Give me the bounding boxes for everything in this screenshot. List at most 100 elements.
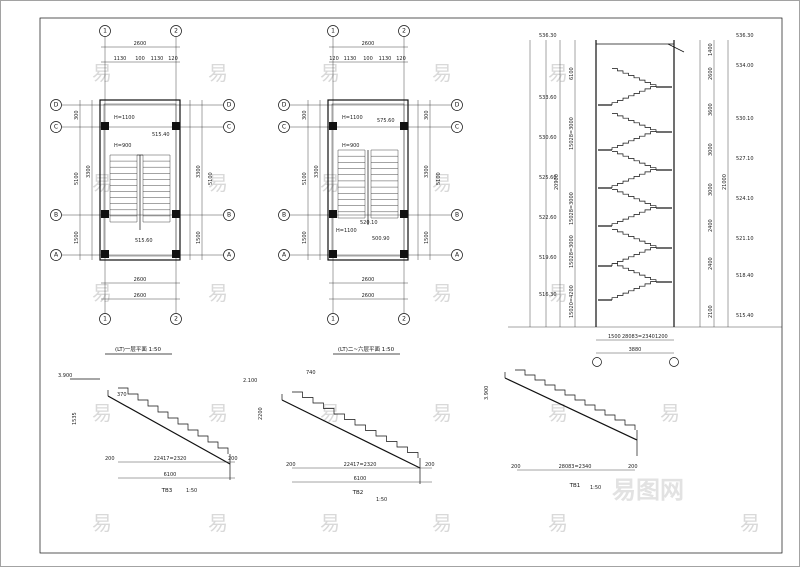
plan-typical-floor: 1 2 1 2 2600 120 1130 100 1130 120 D C B… (278, 25, 463, 355)
section-flight-down (612, 68, 657, 87)
section-right-dim-0: 1400 (708, 43, 714, 56)
watermark-glyph: 易 (432, 171, 452, 195)
plan1-treads-left (109, 154, 138, 223)
plan2-top-dim-5: 120 (396, 56, 406, 62)
plan1-axis-side-C: C (50, 121, 62, 133)
plan1-axis-side-D: D (50, 99, 62, 111)
plan2-axis-side-B-right: B (451, 209, 463, 221)
plan1-axis-top-1: 1 (99, 25, 111, 37)
watermark-glyph: 易 (320, 171, 340, 195)
section-axis-bubble (669, 357, 679, 367)
plan1-axis-side-C-right: C (223, 121, 235, 133)
plan1-right-dim-1500: 1500 (196, 231, 202, 244)
plan2-column (329, 210, 337, 218)
plan2-side-dim-1500: 1500 (302, 231, 308, 244)
stair-slab-bottom (281, 399, 421, 469)
plan2-top-dim-3: 100 (363, 56, 373, 62)
watermark-layer: 易易易易易易易易易易易易易易易易易易易易易易易易易 (92, 61, 760, 535)
plan2-axis-C-right-label: C (455, 124, 459, 131)
section-elev-left-4: 522.60 (539, 215, 557, 221)
plan2-side-dim-300: 300 (302, 110, 308, 120)
tb2-dim-elev: 2.100 (243, 378, 257, 384)
plan1-axis-side-A: A (50, 249, 62, 261)
plan1-treads-right (142, 154, 171, 223)
plan1-right-dim-5100: 5100 (208, 172, 214, 185)
plan2-axis-side-C: C (278, 121, 290, 133)
plan2-bottom-dim-2: 2600 (362, 293, 375, 299)
watermark-glyph: 易 (208, 401, 228, 425)
plan1-right-dim-3300: 3300 (196, 165, 202, 178)
plan2-axis-side-C-right: C (451, 121, 463, 133)
tb2-dim-1: 740 (306, 370, 316, 376)
plan1-axis-bottom-1-label: 1 (103, 316, 107, 323)
section-left-dim-5: 15020=4200 (569, 285, 575, 318)
tb2-dim-rise: 2200 (258, 407, 264, 420)
watermark-glyph: 易 (548, 511, 568, 535)
section-elev-right-7: 515.40 (736, 313, 754, 319)
tb2-dim-run: 22417=2320 (344, 462, 377, 468)
section-left-dim-1: 15028=3000 (569, 117, 575, 150)
plan1-axis-A-right-label: A (227, 252, 232, 259)
stair-section: 536.30 533.60 530.60 525.60 522.60 519.6… (508, 33, 782, 367)
plan1-top-dim-total: 2600 (134, 41, 147, 47)
plan1-column (172, 122, 180, 130)
tb3-dim-left: 200 (105, 456, 115, 462)
plan2-label-elev-top: 575.60 (377, 118, 395, 124)
plan2-side-dim-3300: 3300 (314, 165, 320, 178)
watermark-glyph: 易 (208, 511, 228, 535)
plan2-label-h1100-top: H=1100 (342, 115, 363, 121)
tb3-dim-total: 6100 (164, 472, 177, 478)
plan2-label-h900: H=900 (342, 143, 360, 149)
plan2-label-h1100-bottom: H=1100 (336, 228, 357, 234)
plan1-bottom-dim-1: 2600 (134, 277, 147, 283)
plan2-axis-side-D: D (278, 99, 290, 111)
plan1-title: (LT)一层平面 1:50 (115, 346, 162, 353)
section-bottom-dim-total: 3880 (629, 347, 642, 353)
watermark-glyph: 易 (320, 511, 340, 535)
plan1-column (172, 250, 180, 258)
plan1-axis-A-label: A (54, 252, 59, 259)
section-flight-down (612, 263, 657, 282)
plan2-axis-bottom-2-label: 2 (402, 316, 406, 323)
watermark-glyph: 易 (320, 61, 340, 85)
section-flight-up (611, 131, 656, 150)
plan-first-floor: 1 2 1 2 2600 1130 100 1130 120 D C B A D… (50, 25, 235, 355)
section-elev-right-6: 518.40 (736, 273, 754, 279)
section-left-dim-0: 6100 (569, 67, 575, 80)
plan2-axis-top-2-label: 2 (402, 28, 406, 35)
tb3-dim-run: 22417=2320 (154, 456, 187, 462)
plan2-label-elev-bottom: 500.90 (372, 236, 390, 242)
plan2-right-dim-5100: 5100 (436, 172, 442, 185)
plan1-side-dim-5100: 5100 (74, 172, 80, 185)
section-elev-right-5: 521.10 (736, 236, 754, 242)
plan2-axis-bottom-1: 1 (327, 313, 339, 325)
stair-step-profile (118, 387, 229, 454)
section-bottom-dim-0: 1500 (608, 334, 621, 340)
plan1-column (101, 122, 109, 130)
tb3-dim-elev: 3.900 (58, 373, 72, 379)
watermark-glyph: 易 (740, 511, 760, 535)
section-right-dim-6: 2400 (708, 257, 714, 270)
plan1-axis-B-right-label: B (227, 212, 231, 219)
plan1-axis-bottom-2-label: 2 (174, 316, 178, 323)
section-elev-right-0: 536.30 (736, 33, 754, 39)
plan2-title: (LT)二~六层平面 1:50 (338, 345, 395, 353)
stair-detail-tb1: 3.900 28083=2340 200 200 TB1 1:50 (484, 369, 638, 491)
watermark-glyph: 易 (548, 281, 568, 305)
tb2-label: TB2 (352, 490, 364, 496)
plan2-stair-walls (327, 99, 409, 261)
plan1-label-h900: H=900 (114, 143, 132, 149)
plan1-axis-side-B: B (50, 209, 62, 221)
plan2-top-dim-2: 1130 (344, 56, 357, 62)
tb3-label: TB3 (161, 488, 173, 494)
tb2-scale: 1:50 (376, 497, 387, 503)
plan1-label-elev-bottom: 515.60 (135, 238, 153, 244)
tb3-steps (107, 387, 231, 480)
plan2-bottom-dim-1: 2600 (362, 277, 375, 283)
plan1-axis-side-D-right: D (223, 99, 235, 111)
plan1-side-dim-3300: 3300 (86, 165, 92, 178)
section-flight-down (612, 151, 657, 170)
tb3-dim-1: 370 (117, 392, 127, 398)
